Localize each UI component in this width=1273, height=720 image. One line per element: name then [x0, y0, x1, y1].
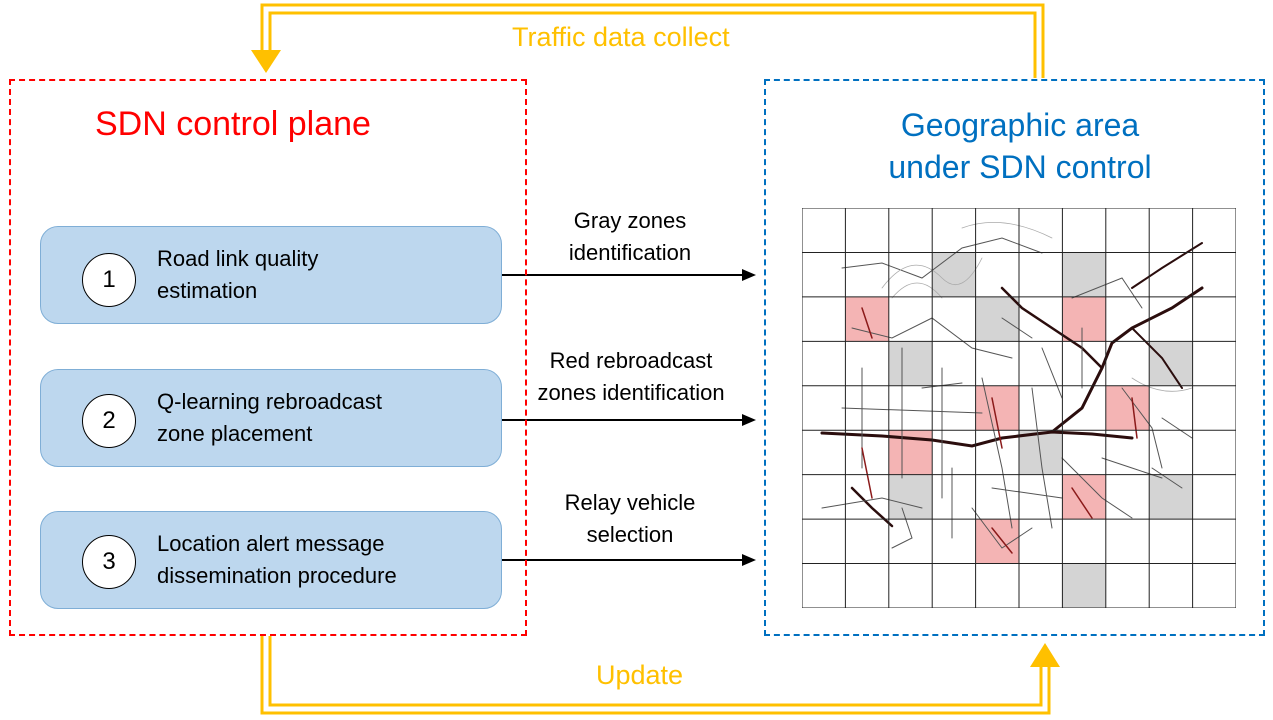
- step-3-line2: dissemination procedure: [157, 562, 397, 588]
- connector-arrow-1: [500, 269, 756, 281]
- step-1-line2: estimation: [157, 277, 258, 303]
- red-zones-line1: Red rebroadcast: [549, 348, 713, 373]
- traffic-data-collect-label: Traffic data collect: [512, 22, 730, 52]
- step-2-line1: Q-learning rebroadcast: [157, 389, 383, 414]
- relay-vehicle-line1: Relay vehicle: [564, 490, 696, 515]
- geographic-title-line2: under SDN control: [888, 148, 1152, 185]
- step-number-3: 3: [82, 535, 136, 589]
- red-zone-cell: [845, 296, 889, 342]
- red-zone-cell: [1062, 296, 1106, 342]
- sdn-control-plane-panel: [9, 79, 527, 636]
- control-plane-title: SDN control plane: [95, 105, 371, 143]
- road-network: [820, 222, 1204, 554]
- top-loop-arrowhead: [251, 50, 281, 73]
- gray-zone-cell: [1149, 474, 1193, 520]
- red-zones-label: Red rebroadcast zones identification: [520, 345, 742, 409]
- step-number-1: 1: [82, 253, 136, 307]
- grid-lines: [802, 208, 1236, 608]
- road-ne-2: [1131, 242, 1203, 289]
- gray-zone-cell: [1149, 341, 1193, 386]
- step-1-line1: Road link quality: [157, 246, 319, 271]
- step-number-2: 2: [82, 394, 136, 448]
- geographic-area-panel: [764, 79, 1265, 636]
- road-ne: [1131, 327, 1183, 389]
- step-2-line2: zone placement: [157, 420, 313, 446]
- main-road: [820, 430, 1134, 448]
- gray-zone-cell: [888, 474, 933, 520]
- road-sw: [850, 486, 894, 528]
- update-label: Update: [596, 660, 684, 690]
- gray-zone-cell: [1019, 430, 1063, 475]
- geographic-area-title: Geographic area under SDN control: [830, 105, 1210, 188]
- top-loop-arrow: [260, 3, 1045, 78]
- zone-cells: [845, 252, 1193, 608]
- map-grid: [802, 208, 1236, 608]
- connector-arrow-2: [500, 414, 756, 426]
- gray-zone-cell: [1062, 563, 1106, 608]
- step-text-1: Road link quality estimation: [157, 243, 318, 307]
- north-road: [1000, 286, 1104, 370]
- relay-vehicle-label: Relay vehicle selection: [530, 487, 730, 551]
- gray-zone-cell: [975, 296, 1019, 342]
- light-curves: [881, 222, 1193, 392]
- gray-zones-line1: Gray zones: [573, 208, 687, 233]
- step-3-line1: Location alert message: [157, 531, 385, 556]
- red-road-segments: [861, 307, 1138, 554]
- gray-zone-cell: [932, 252, 976, 297]
- geographic-title-line1: Geographic area: [900, 107, 1140, 143]
- gray-zones-label: Gray zones identification: [530, 205, 730, 269]
- red-zones-line2: zones identification: [537, 379, 725, 405]
- step-text-3: Location alert message dissemination pro…: [157, 528, 397, 592]
- red-zone-cell: [1105, 385, 1150, 431]
- gray-zones-line2: identification: [568, 239, 692, 265]
- step-text-2: Q-learning rebroadcast zone placement: [157, 386, 382, 450]
- relay-vehicle-line2: selection: [586, 521, 674, 547]
- diagonal-road: [1050, 286, 1204, 434]
- gray-zone-cell: [888, 341, 933, 386]
- red-zone-cell: [1062, 474, 1106, 520]
- bottom-loop-arrowhead: [1030, 643, 1060, 667]
- bottom-loop-arrow: [260, 636, 1051, 715]
- gray-zone-cell: [1062, 252, 1106, 297]
- connector-arrow-3: [500, 554, 756, 566]
